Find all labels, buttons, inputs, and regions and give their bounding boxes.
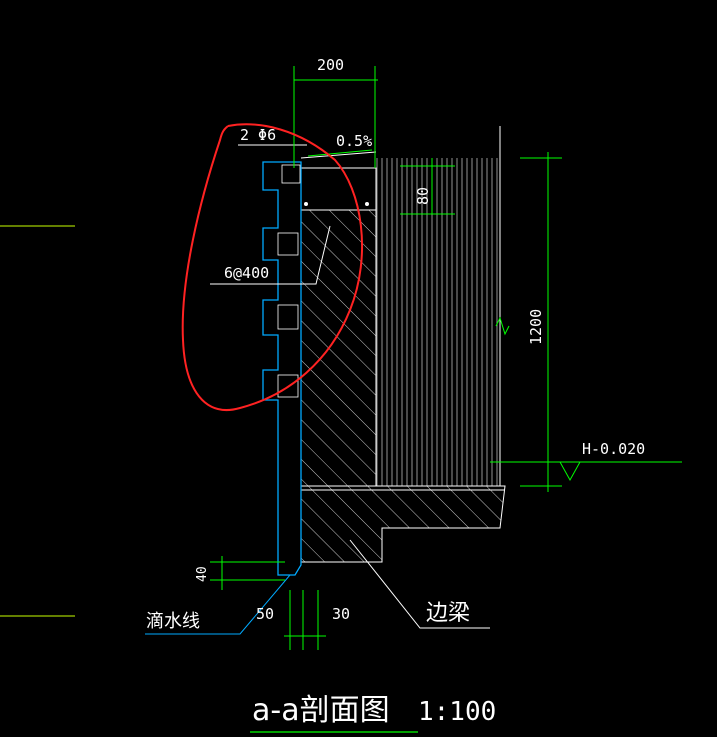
drip-line-label: 滴水线 <box>146 611 200 632</box>
groove-block-4 <box>277 374 299 398</box>
soil-fill <box>376 158 500 486</box>
break-mark <box>495 316 510 336</box>
slope-text: 0.5% <box>336 132 372 150</box>
groove-block-3 <box>277 304 299 330</box>
outer-profile <box>262 161 302 576</box>
dim-200-text: 200 <box>317 56 344 74</box>
rebar-leader <box>210 225 331 285</box>
edge-beam-label: 边梁 <box>426 601 470 626</box>
dim-40-text: 40 <box>195 566 210 582</box>
dimension-50-30 <box>284 590 326 650</box>
wall-section <box>300 209 377 487</box>
slope-arrow <box>307 149 373 157</box>
dimension-200 <box>293 66 378 168</box>
edge-beam <box>300 485 506 563</box>
level-marker <box>490 461 682 482</box>
rebar-dot-right <box>365 202 369 206</box>
dimension-1200 <box>520 152 562 492</box>
rebar-dot-left <box>304 202 308 206</box>
dim-80-text: 80 <box>414 187 432 205</box>
rebar-dist-text: 6@400 <box>224 264 269 282</box>
dim-30-text: 30 <box>332 605 350 623</box>
section-title: a-a剖面图 <box>252 693 390 728</box>
level-text: H-0.020 <box>582 440 645 458</box>
section-scale: 1:100 <box>418 697 496 727</box>
dim-50-text: 50 <box>256 605 274 623</box>
rebar-top-text: 2 Φ6 <box>240 126 276 144</box>
groove-block-2 <box>277 232 299 256</box>
red-markup-circle <box>181 123 364 411</box>
edge-beam-leader <box>349 539 490 629</box>
dimension-80 <box>400 158 455 215</box>
groove-block-1 <box>281 164 301 184</box>
drip-leader <box>145 574 291 635</box>
dim-1200-text: 1200 <box>527 309 545 345</box>
coping-top-slope <box>300 151 377 159</box>
coping-block <box>300 167 377 211</box>
dimension-40 <box>210 556 285 590</box>
